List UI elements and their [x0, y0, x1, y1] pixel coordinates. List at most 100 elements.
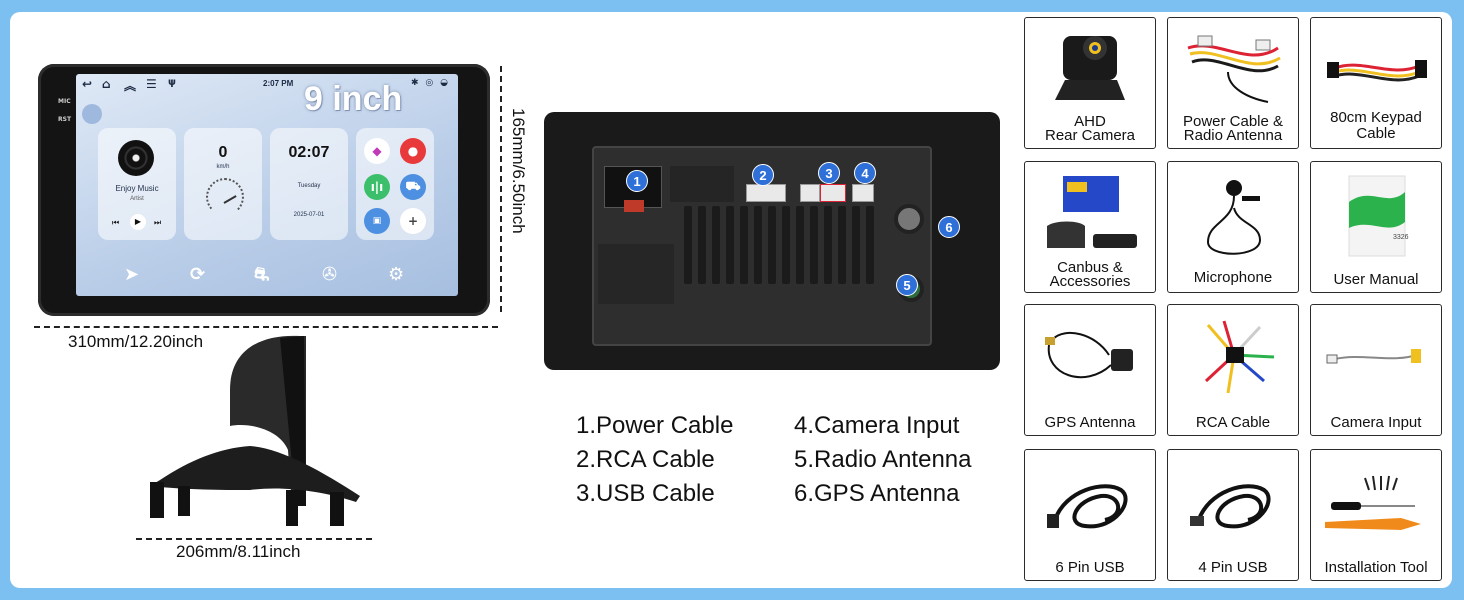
manual-icon [1348, 175, 1406, 257]
speed-card[interactable]: 0 km/h [184, 128, 262, 240]
accessory-label: Accessories [1049, 273, 1131, 290]
rca-port [746, 184, 786, 202]
carplay-icon[interactable]: ⛐ [254, 264, 270, 285]
width-dimension-label: 310mm/12.20inch [68, 332, 204, 351]
legend-item-5: 5.Radio Antenna [794, 446, 972, 473]
menu-icon[interactable]: ☰ [146, 77, 157, 91]
next-icon[interactable]: ⏭ [154, 218, 162, 227]
speed-unit: km/h [216, 164, 230, 170]
tool-kit-icon [1325, 475, 1421, 530]
accessory-6-pin-usb: 6 Pin USB [1024, 449, 1156, 581]
vinyl-disc-icon [118, 140, 154, 176]
app-launcher-icon[interactable]: ◆ [364, 138, 390, 164]
gps-antenna-icon [1045, 331, 1133, 379]
record-icon[interactable]: ● [400, 138, 426, 164]
rca-cable-icon [1204, 320, 1275, 394]
video-reel-icon[interactable]: ✇ [322, 264, 338, 285]
clock-time: 02:07 [288, 144, 330, 161]
head-unit-back: 1 2 3 4 5 6 [544, 112, 1000, 370]
navigation-icon[interactable]: ➤ [124, 264, 140, 285]
media-play-icon[interactable]: ⟳ [190, 264, 206, 285]
port-badge-5: 5 [896, 274, 918, 296]
vent-left [598, 244, 674, 304]
accessory-label: Radio Antenna [1183, 127, 1283, 144]
camera-input-cable-icon [1326, 349, 1421, 364]
accessory-gps-antenna: GPS Antenna [1024, 304, 1156, 436]
cover-plate [670, 166, 734, 202]
back-icon[interactable]: ↩ [82, 77, 93, 91]
usb-cable-icon [1190, 484, 1271, 529]
clock-card[interactable]: 02:07 Tuesday 2025-07-01 [270, 128, 348, 240]
settings-gear-icon[interactable]: ⚙ [388, 264, 405, 285]
accessory-label: User Manual [1333, 271, 1419, 288]
accessory-label: GPS Antenna [1044, 414, 1136, 431]
accessory-4-pin-usb: 4 Pin USB [1167, 449, 1299, 581]
head-unit-front: MIC RST ↩ ⌂ ︽ ☰ ψ 2:07 PM ✱ ◎ ◒ 9 inch E… [38, 64, 490, 316]
status-time: 2:07 PM [263, 79, 294, 88]
reset-label: RST [58, 116, 72, 123]
height-dimension-label: 165mm/6.50inch [509, 108, 528, 234]
accessory-label: Installation Tool [1324, 559, 1428, 576]
port-badge-2: 2 [752, 164, 774, 186]
play-icon[interactable]: ▶ [130, 214, 146, 230]
apps-card: ◆ ● ı|ı ⛟ ▣ + [356, 128, 434, 240]
accessory-label: Power Cable & [1182, 113, 1284, 130]
assistant-bubble-icon[interactable] [82, 104, 102, 124]
clock-date: 2025-07-01 [293, 212, 325, 218]
usb-icon: ψ [168, 77, 176, 88]
camera-port [820, 184, 846, 202]
accessory-keypad-cable: 80cm Keypad Cable [1310, 17, 1442, 149]
wire-harness-icon [1187, 35, 1281, 103]
clock-day: Tuesday [297, 183, 321, 189]
accessory-label: Microphone [1193, 269, 1273, 286]
screen-size-label: 9 inch [304, 80, 403, 118]
equalizer-icon[interactable]: ı|ı [364, 174, 390, 200]
accessory-label: AHD [1074, 113, 1106, 130]
accessory-ahd-rear-camera: AHD Rear Camera [1024, 17, 1156, 149]
usb-port [800, 184, 820, 202]
legend-item-2: 2.RCA Cable [576, 446, 715, 473]
fuse-block [624, 200, 644, 212]
usb-cable-icon [1047, 484, 1128, 529]
music-card[interactable]: Enjoy Music Artist ⏮ ▶ ⏭ [98, 128, 176, 240]
dvr-icon[interactable]: ▣ [364, 208, 390, 234]
microphone-icon [1206, 180, 1262, 255]
connectivity-icons: ✱ ◎ ◒ [411, 78, 450, 88]
accessory-label: 4 Pin USB [1198, 559, 1268, 576]
speedometer-icon [206, 178, 244, 216]
accessory-label: RCA Cable [1195, 414, 1271, 431]
add-icon[interactable]: + [400, 208, 426, 234]
height-dimension-line [500, 66, 502, 312]
mic-label: MIC [58, 98, 71, 105]
accessory-label: Cable [1356, 125, 1396, 142]
music-title: Enjoy Music [115, 184, 159, 193]
accessory-label: Rear Camera [1044, 127, 1136, 144]
music-artist: Artist [130, 196, 144, 202]
accessory-camera-input: Camera Input [1310, 304, 1442, 436]
accessory-label: 6 Pin USB [1055, 559, 1125, 576]
home-icon[interactable]: ⌂ [102, 77, 111, 91]
legend-item-4: 4.Camera Input [794, 412, 960, 439]
depth-dimension-label: 206mm/8.11inch [176, 542, 301, 561]
depth-dimension-line [136, 538, 372, 540]
canbus-icon [1047, 176, 1137, 248]
car-icon[interactable]: ⛟ [400, 174, 426, 200]
port-badge-1: 1 [626, 170, 648, 192]
aux-port [852, 184, 874, 202]
port-badge-4: 4 [854, 162, 876, 184]
touch-screen[interactable]: ↩ ⌂ ︽ ☰ ψ 2:07 PM ✱ ◎ ◒ 9 inch Enjoy Mus… [76, 74, 458, 296]
status-bar: ↩ ⌂ ︽ ☰ ψ 2:07 PM ✱ ◎ ◒ [76, 74, 458, 94]
mounting-bracket-image [150, 335, 360, 526]
gps-connector [894, 204, 924, 234]
camera-icon [1055, 36, 1125, 100]
previous-icon[interactable]: ⏮ [112, 218, 120, 227]
accessory-label: Canbus & [1057, 259, 1123, 276]
manual-code: 3326 [1393, 234, 1409, 241]
accessory-rca-cable: RCA Cable [1167, 304, 1299, 436]
up-chevron-icon[interactable]: ︽ [124, 79, 137, 93]
legend-item-6: 6.GPS Antenna [794, 480, 960, 507]
width-dimension-line [34, 326, 498, 328]
keypad-cable-icon [1327, 60, 1427, 82]
accessory-power-cable: Power Cable & Radio Antenna [1167, 17, 1299, 149]
legend-item-3: 3.USB Cable [576, 480, 715, 507]
